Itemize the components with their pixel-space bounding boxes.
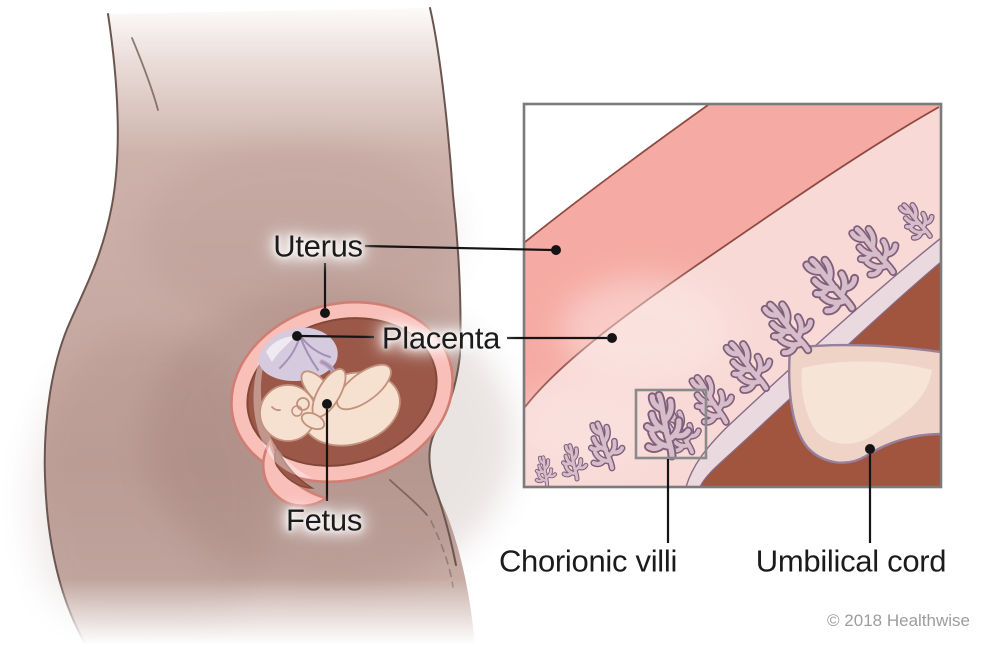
- villi-zoom-square: [634, 388, 708, 460]
- body-silhouette: [30, 7, 515, 647]
- chorionic-villi-label: Chorionic villi: [498, 543, 678, 579]
- uterus-label: Uterus: [273, 228, 363, 264]
- uterus-graphic: [230, 300, 454, 508]
- copyright-text: © 2018 Healthwise: [827, 611, 970, 630]
- fetus-label: Fetus: [285, 502, 363, 538]
- inset-uterus-wall: [525, 105, 940, 407]
- inset-frame: [522, 102, 943, 489]
- placenta-label: Placenta: [381, 320, 501, 356]
- label-leader-lines: [292, 244, 875, 543]
- inset-panel: [522, 102, 943, 489]
- inset-umbilical-cord: [787, 343, 940, 464]
- umbilical-cord-label: Umbilical cord: [755, 543, 947, 579]
